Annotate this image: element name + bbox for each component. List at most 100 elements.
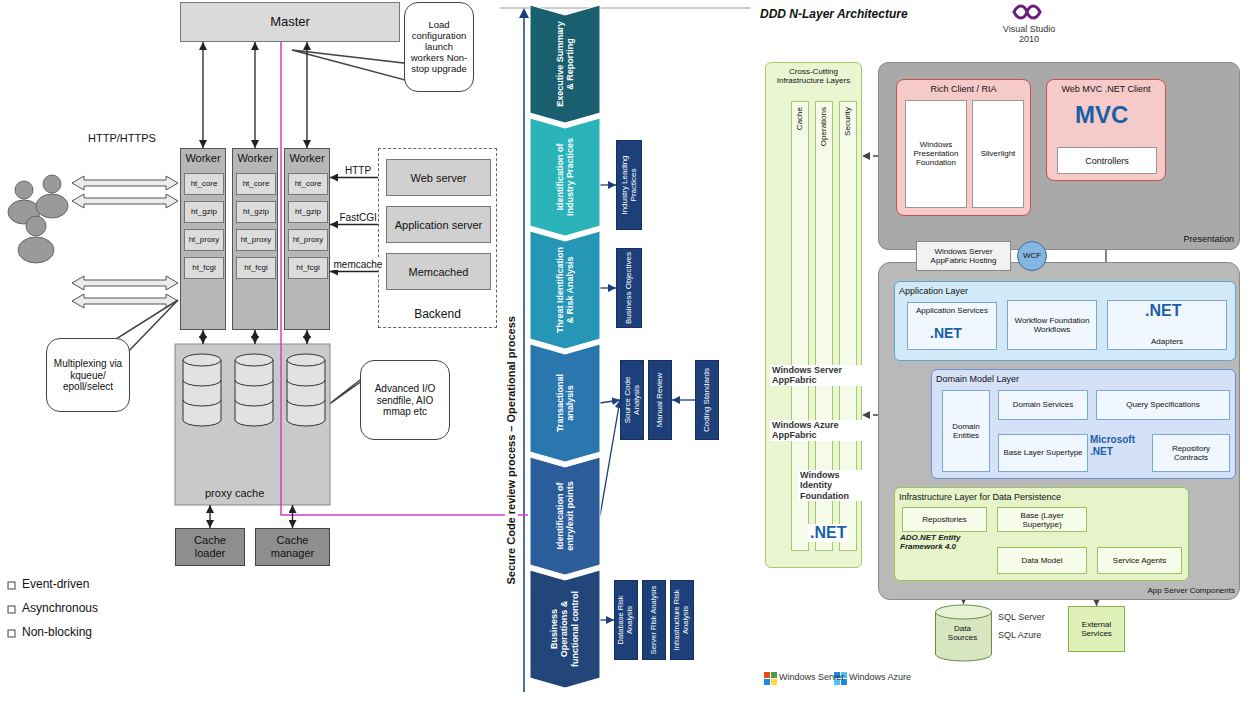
module-box: ht_proxy (184, 229, 224, 251)
text-frame: Query Specifications (1099, 400, 1227, 409)
text-frame: Rich Client / RIA (901, 84, 1026, 94)
domain-layer: Domain Model LayerDomain EntitiesDomain … (931, 369, 1236, 479)
cylinder (287, 360, 325, 426)
node-text: Industry Leading Practices (620, 143, 638, 227)
backend-box: Application server (386, 206, 491, 243)
text-frame: Windows Server AppFabric Hosting (919, 247, 1008, 265)
node-text: ht_proxy (188, 235, 220, 244)
text-frame: Memcached (390, 265, 487, 278)
text-frame: Transactional analysis (555, 358, 576, 448)
text-frame: Identification of entry/exit points (555, 471, 576, 561)
node-text: Windows Server AppFabric Hosting (919, 247, 1008, 265)
component-box: Domain Services (998, 390, 1088, 420)
cylinder-top (235, 354, 273, 366)
process-chevron: Business Operations & functional control (530, 570, 600, 688)
connector-label: memcache (333, 259, 384, 270)
node-text: Worker (288, 152, 326, 165)
double-arrow (72, 294, 178, 308)
node-text: Advanced I/O sendfile, AIO mmap etc (366, 383, 444, 418)
node-text: Controllers (1061, 155, 1153, 165)
connector (672, 399, 695, 400)
node-text: ht_core (292, 179, 324, 188)
text-frame: ht_core (240, 179, 272, 188)
double-arrow (72, 176, 178, 190)
module-box: ht_core (236, 173, 276, 195)
data-store: Data Sources (935, 604, 992, 662)
component-box: Domain Entities (942, 390, 990, 472)
mvc-logo: MVC (1075, 101, 1128, 129)
text-frame: Application server (390, 218, 487, 231)
process-chevron: Identification of Industry Practices (530, 118, 600, 236)
node-text: ht_proxy (240, 235, 272, 244)
text-frame: WCF (1019, 251, 1045, 260)
connector-label: HTTP (344, 165, 372, 176)
proxy-cache-ground (175, 344, 330, 505)
node-text: proxy cache (205, 487, 323, 500)
component-box: Repositories (902, 507, 987, 532)
text-frame: Worker (288, 152, 326, 165)
connector (306, 330, 307, 344)
module-box: ht_gzip (236, 201, 276, 223)
module-box: ht_proxy (288, 229, 328, 251)
text-frame: Application Services (911, 306, 993, 315)
text-frame: Infrastructure Layer for Data Persistenc… (899, 492, 1184, 502)
worker-box: Workerht_coreht_gzipht_proxyht_fcgi (232, 148, 278, 330)
text-frame: proxy cache (205, 487, 323, 500)
node-text: Adapters (1111, 337, 1223, 346)
node-text: Service Agents (1100, 556, 1179, 565)
text-frame: Repositories (905, 515, 984, 524)
node-text: Domain Services (1001, 400, 1085, 409)
cylinder-band (287, 380, 325, 406)
bullet-text: Non-blocking (22, 626, 92, 640)
user-body (18, 237, 54, 263)
protocol-label: HTTP/HTTPS (88, 132, 156, 145)
output-box: Server Risk Analysis (642, 580, 666, 660)
text-frame: Backend (384, 308, 491, 322)
output-box: Infrastructure Risk Analysis (670, 580, 694, 660)
bullet (8, 606, 15, 613)
node-text: ht_core (240, 179, 272, 188)
text-frame: Domain Entities (945, 422, 987, 440)
node-text: Coding Standards (702, 363, 711, 437)
node-text: Repositories (905, 515, 984, 524)
node-text: Threat Identification & Risk Analysis (555, 245, 576, 335)
bullet (8, 630, 15, 637)
text-frame: ht_fcgi (240, 263, 272, 272)
process-chevron: Threat Identification & Risk Analysis (530, 231, 600, 349)
backend-group: BackendWeb serverApplication serverMemca… (378, 148, 497, 328)
node-text: ht_core (188, 179, 220, 188)
node-text: Web MVC .NET Client (1051, 84, 1161, 94)
text-frame: Infrastructure Risk Analysis (673, 583, 690, 657)
text-frame: Repository Contracts (1155, 444, 1227, 462)
component-box: Controllers (1057, 147, 1157, 174)
proxy-cache: proxy cache (175, 344, 330, 505)
process-chevron: Executive Summary & Reporting (530, 5, 600, 123)
node-text: Source Code Analysis (623, 363, 641, 437)
node-text: Infrastructure Risk Analysis (673, 583, 690, 657)
node-text: ht_gzip (188, 207, 220, 216)
node-text: App Server Components (883, 586, 1235, 595)
text-frame: ht_proxy (240, 235, 272, 244)
dotnet-logo: .NET (808, 524, 848, 542)
connector-label: FastCGI (339, 212, 378, 223)
output-box: Manual Review (648, 360, 672, 440)
cylinder-top (183, 354, 221, 366)
node-text: Repository Contracts (1155, 444, 1227, 462)
output-box: Source Code Analysis (620, 360, 644, 440)
text-frame: Manual Review (655, 363, 664, 437)
node-text: ht_fcgi (292, 263, 324, 272)
node-text: Domain Entities (945, 422, 987, 440)
cylinder-band (183, 380, 221, 406)
text-frame: Multiplexing via kqueue/ epoll/select (52, 358, 124, 393)
logo-caption: Visual Studio 2010 (996, 24, 1062, 45)
callout-bubble: Advanced I/O sendfile, AIO mmap etc (360, 360, 450, 440)
cylinder-top (287, 354, 325, 366)
node-text: Multiplexing via kqueue/ epoll/select (52, 358, 124, 393)
connector (600, 184, 616, 185)
user-head (15, 181, 33, 199)
node-text: Transactional analysis (555, 358, 576, 448)
cache-cylinders (183, 354, 325, 426)
module-box: ht_fcgi (236, 257, 276, 279)
text-frame: Application Layer (899, 286, 1231, 296)
text-frame: Identification of Industry Practices (555, 132, 576, 222)
